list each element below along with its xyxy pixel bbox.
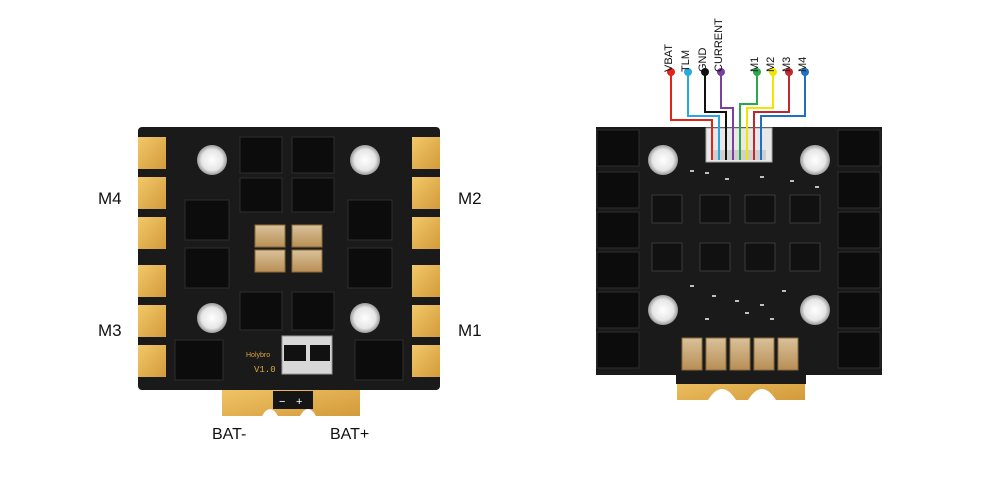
wire-end-m1 [753,68,761,76]
wire-label-m4: M4 [797,56,809,72]
motor-label-m2: M2 [458,189,482,208]
wire-label-vbat: VBAT [663,44,675,72]
wire-label-m3: M3 [781,56,793,72]
signal-wires [667,68,809,160]
wire-m2 [746,72,774,160]
wire-m1 [739,72,758,160]
brand-silkscreen: Holybro [246,352,270,359]
battery-label-neg: BAT- [212,426,247,443]
right-motor-pads [412,137,440,377]
left-motor-pads [138,137,166,377]
back-side-mosfets [596,129,881,369]
wire-end-vbat [667,68,675,76]
wire-end-gnd [701,68,709,76]
front-shunts [281,335,333,375]
back-mounting-holes [648,145,830,325]
wire-label-current: CURRENT [713,18,725,72]
wire-end-current [717,68,725,76]
version-silkscreen: V1.0 [254,365,276,375]
wire-m4 [760,72,806,160]
front-mounting-holes [197,145,380,333]
back-capacitors [681,337,799,371]
wire-current [720,72,734,160]
motor-label-m4: M4 [98,189,122,208]
front-board: Holybro V1.0 − + [138,127,440,416]
wire-m3 [753,72,790,160]
wire-end-tlm [684,68,692,76]
battery-label-pos: BAT+ [330,426,370,443]
back-small-components [690,170,819,320]
back-controller-chips [651,194,821,272]
motor-label-m3: M3 [98,321,122,340]
wire-end-m2 [769,68,777,76]
wire-label-m2: M2 [765,56,777,72]
wire-label-gnd: GND [697,47,709,72]
motor-label-m1: M1 [458,321,482,340]
wire-end-m3 [785,68,793,76]
wire-vbat [670,72,713,160]
front-capacitors [254,224,323,273]
wire-end-m4 [801,68,809,76]
front-mosfets [174,136,404,381]
neg-pad-sign: − [279,396,285,408]
back-board [596,127,882,400]
wire-tlm [687,72,720,160]
wire-gnd [704,72,727,160]
wire-label-m1: M1 [749,56,761,72]
wire-label-tlm: TLM [680,50,692,72]
pos-pad-sign: + [296,396,302,408]
